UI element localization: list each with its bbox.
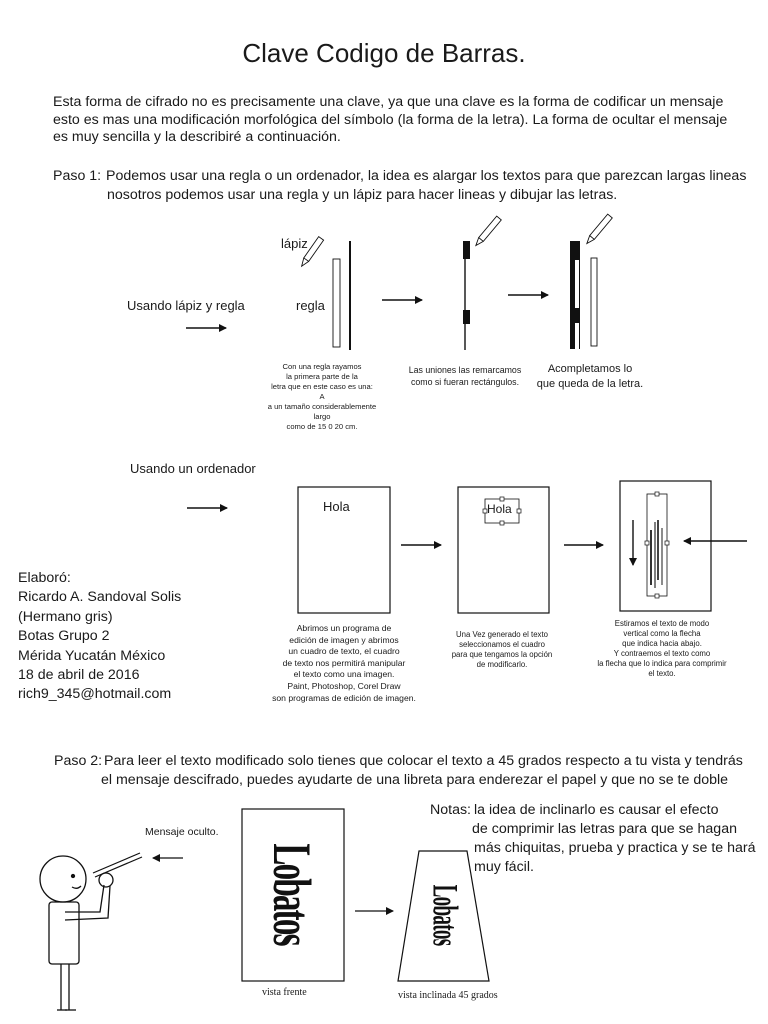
notes-label: Notas:: [430, 802, 472, 818]
front-view-frame: [241, 808, 345, 982]
mensaje-oculto-label: Mensaje oculto.: [145, 826, 219, 838]
caption-line: Abrimos un programa de: [296, 623, 392, 633]
letter-stage-2: [463, 241, 470, 350]
page-title: Clave Codigo de Barras.: [242, 38, 526, 68]
credits-line: Mérida Yucatán México: [18, 647, 166, 664]
caption-line: edición de imagen y abrimos: [289, 634, 399, 645]
paso1-line1: Podemos usar una regla o un ordenador, l…: [106, 168, 747, 184]
notes-line: de comprimir las letras para que se haga…: [472, 821, 737, 837]
credits-email: rich9_345@hotmail.com: [18, 686, 172, 703]
intro-line: esto es mas una modificación morfológica…: [53, 111, 728, 128]
intro-line: es muy sencilla y la describiré a contin…: [53, 129, 341, 145]
ordenador-caption-1: Abrimos un programa de edición de imagen…: [254, 623, 434, 704]
caption-line: son programas de edición de imagen.: [272, 692, 416, 703]
caption-line: Paint, Photoshop, Corel Draw: [287, 680, 401, 691]
caption-line: como de 15 0 20 cm.: [286, 422, 358, 431]
caption-line: seleccionamos el cuadro: [459, 640, 545, 649]
paso2-label: Paso 2:: [54, 753, 103, 769]
credits-line: (Hermano gris): [18, 608, 113, 625]
document-frame-3: [619, 480, 712, 612]
notes-line: la idea de inclinarlo es causar el efect…: [474, 802, 719, 818]
document-frame-2: [457, 486, 550, 614]
regla-caption-3: Acompletamos lo que queda de la letra.: [520, 362, 660, 392]
lapiz-label: lápiz: [281, 236, 308, 251]
person-figure: [39, 855, 114, 1011]
stretched-text-selection: [644, 491, 670, 599]
notes-line: más chiquitas, prueba y practica y se te…: [474, 840, 756, 856]
hola-text: Hola: [323, 499, 350, 514]
credits-line: Elaboró:: [18, 570, 71, 586]
caption-line: el texto como una imagen.: [293, 669, 395, 680]
vista-inclinada-label: vista inclinada 45 grados: [398, 990, 498, 1001]
notes-line: muy fácil.: [474, 859, 534, 875]
paso2-line1: Para leer el texto modificado solo tiene…: [104, 753, 743, 769]
caption-line: Y contraemos el texto como: [613, 649, 711, 658]
credits-block: Elaboró: Ricardo A. Sandoval Solis (Herm…: [18, 569, 181, 705]
credits-line: Ricardo A. Sandoval Solis: [18, 589, 182, 606]
pencil-icon: [475, 215, 502, 247]
held-sheet: [92, 852, 143, 878]
credits-line: Botas Grupo 2: [18, 628, 110, 645]
letter-stage-3: [570, 241, 598, 349]
ordenador-caption-2: Una Vez generado el texto seleccionamos …: [440, 630, 564, 670]
caption-line: de texto nos permitirá manipular: [282, 657, 406, 668]
intro-paragraph: Esta forma de cifrado no es precisamente…: [53, 94, 727, 147]
selection-box: [482, 496, 522, 526]
caption-line: de modificarlo.: [476, 660, 528, 669]
caption-line: la primera parte de la: [286, 372, 358, 381]
ordenador-caption-3: Estiramos el texto de modo vertical como…: [585, 619, 739, 679]
paso1-label: Paso 1:: [53, 168, 102, 184]
caption-line: para que tengamos la opción: [451, 650, 553, 659]
caption-line: Con una regla rayamos: [282, 362, 362, 371]
inclined-view-frame: [397, 850, 490, 982]
caption-line: a un tamaño considerablemente largo: [267, 402, 377, 421]
ruler-shape: [332, 258, 341, 348]
caption-line: A: [319, 392, 325, 401]
paso1-line2: nosotros podemos usar una regla y un láp…: [107, 187, 618, 203]
caption-line: un cuadro de texto, el cuadro: [288, 646, 400, 657]
caption-line: el texto.: [648, 669, 676, 678]
regla-label: regla: [296, 298, 325, 313]
caption-line: Una Vez generado el texto: [456, 630, 548, 639]
caption-line: como si fueran rectángulos.: [410, 377, 520, 387]
regla-caption-1: Con una regla rayamos la primera parte d…: [262, 362, 382, 432]
caption-line: Estiramos el texto de modo: [614, 619, 710, 628]
caption-line: que indica hacia abajo.: [622, 639, 702, 648]
caption-line: la flecha que lo indica para comprimir: [597, 659, 727, 668]
caption-line: Las uniones las remarcamos: [408, 365, 522, 375]
regla-caption-2: Las uniones las remarcamos como si fuera…: [403, 364, 527, 388]
paso2-line2: el mensaje descifrado, puedes ayudarte d…: [101, 772, 729, 788]
intro-line: Esta forma de cifrado no es precisamente…: [53, 94, 724, 110]
caption-line: letra que en este caso es una:: [271, 382, 373, 391]
caption-line: Acompletamos lo: [547, 363, 633, 375]
pencil-icon: [586, 213, 613, 245]
document-frame-1: [297, 486, 391, 614]
hola-selected-text: Hola: [487, 502, 512, 516]
caption-line: que queda de la letra.: [536, 378, 644, 390]
credits-line: 18 de abril de 2016: [18, 667, 140, 684]
vista-frente-label: vista frente: [262, 987, 307, 998]
caption-line: vertical como la flecha: [623, 629, 701, 638]
ordenador-heading: Usando un ordenador: [130, 461, 256, 476]
regla-heading: Usando lápiz y regla: [127, 298, 245, 313]
pencil-icon: [300, 236, 325, 268]
